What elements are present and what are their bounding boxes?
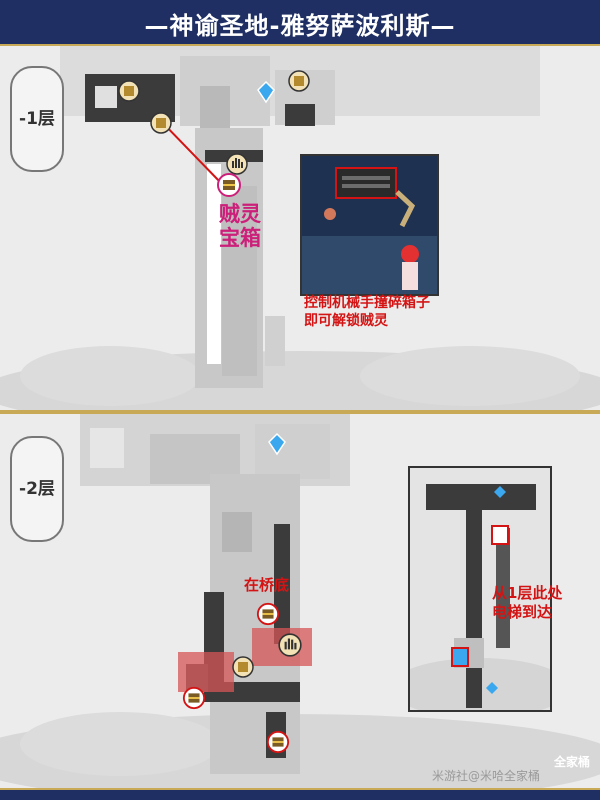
puzzle-icon	[232, 656, 254, 678]
minus1-inset-screenshot	[300, 154, 439, 296]
teleport-icon	[257, 80, 275, 104]
chest-icon	[182, 686, 206, 710]
header-banner: —神谕圣地-雅努萨波利斯—	[0, 0, 600, 46]
hand-icon	[226, 153, 248, 175]
chest-callout: 贼灵 宝箱	[210, 202, 270, 250]
puzzle-icon	[288, 70, 310, 92]
logo-text: 全家桶	[553, 755, 590, 769]
chest-icon	[217, 173, 241, 197]
unlock-note: 控制机械手撞碎箱子 即可解锁贼灵	[304, 294, 454, 330]
floor-minus2-panel: -2层 在桥底	[0, 414, 600, 788]
bridge-note: 在桥底	[244, 576, 290, 594]
map-title: —神谕圣地-雅努萨波利斯—	[144, 12, 456, 40]
floor-label-minus2: -2层	[10, 436, 64, 542]
floor-minus1-panel: -1层 贼灵 宝箱	[0, 46, 600, 410]
chest-icon	[256, 602, 280, 626]
chest-label-line1: 贼灵	[219, 202, 261, 226]
unlock-note-line2: 即可解锁贼灵	[304, 313, 388, 329]
teleport-icon	[268, 432, 286, 456]
minus2-inset-map	[408, 466, 552, 712]
watermark: 米游社@米哈全家桶	[431, 769, 540, 783]
inset-elevator-map	[410, 484, 550, 710]
elevator-note: 从1层此处 电梯到达	[492, 584, 572, 622]
hand-icon	[278, 633, 302, 657]
chest-icon	[266, 730, 290, 754]
unlock-note-line1: 控制机械手撞碎箱子	[304, 295, 430, 311]
puzzle-icon	[118, 80, 140, 102]
floor-label-minus1: -1层	[10, 66, 64, 172]
floor-minus1-map	[0, 46, 600, 410]
chest-label-line2: 宝箱	[219, 226, 261, 250]
inset-scene	[302, 156, 437, 294]
floor-divider	[0, 410, 600, 414]
floor-minus2-map	[0, 414, 600, 788]
elevator-note-line1: 从1层此处	[492, 584, 563, 602]
footer-band	[0, 788, 600, 800]
puzzle-icon	[150, 112, 172, 134]
elevator-note-line2: 电梯到达	[492, 603, 553, 621]
